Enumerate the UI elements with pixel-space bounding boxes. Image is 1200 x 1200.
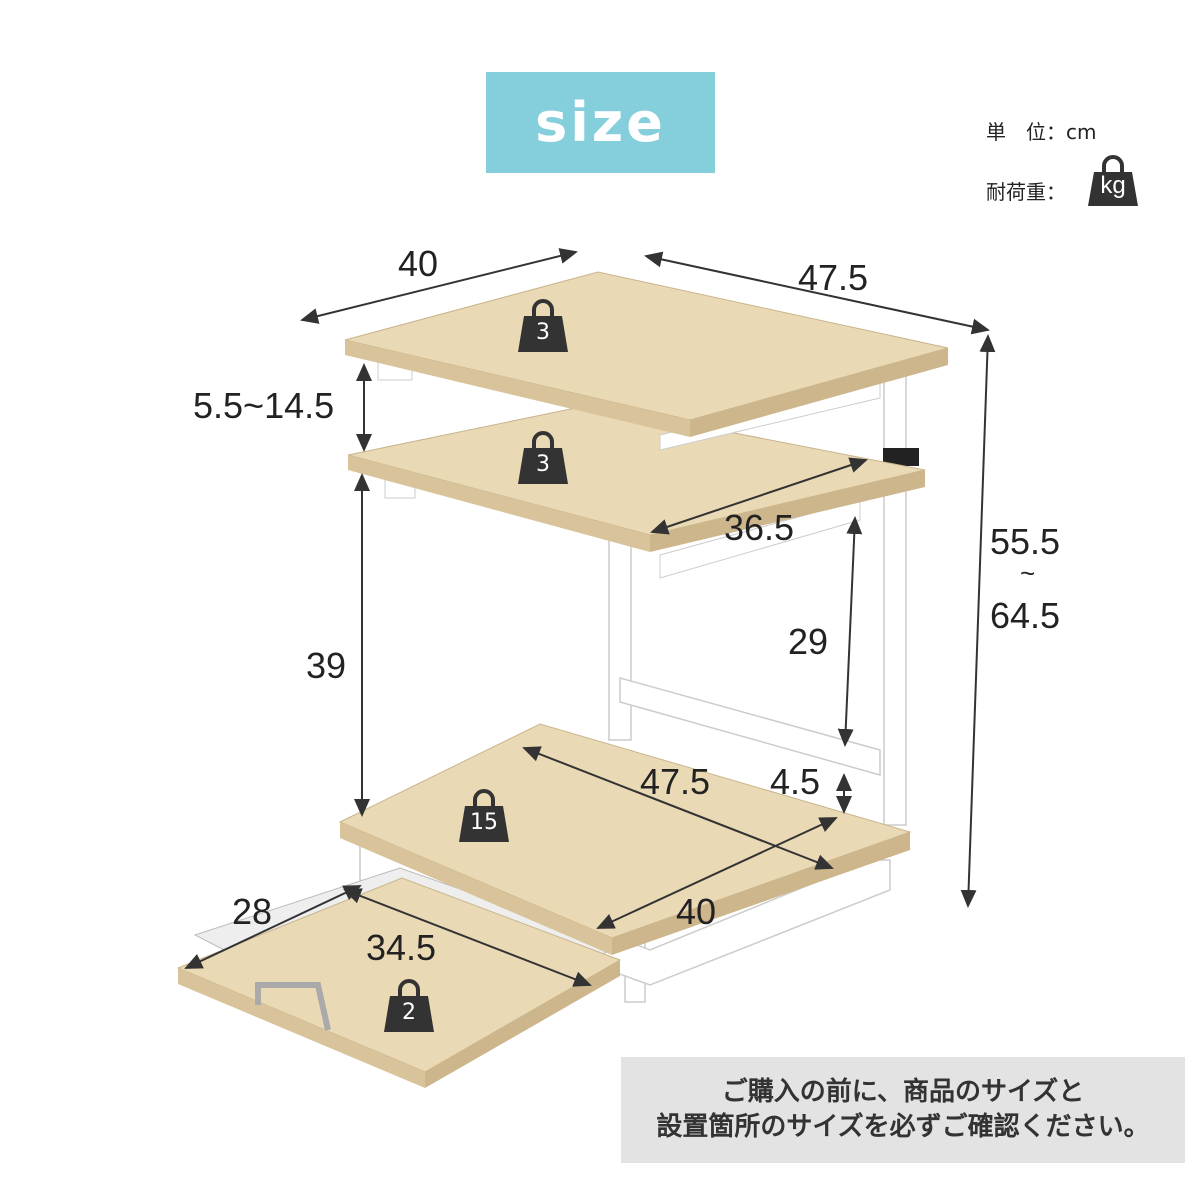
dim-total-height-max: 64.5 — [990, 595, 1061, 636]
dim-base-gap: 4.5 — [770, 761, 821, 802]
tray-handle — [255, 982, 331, 1031]
dim-tray-depth: 28 — [232, 891, 273, 932]
dim-total-height-min: 55.5 — [990, 521, 1061, 562]
weight-badge-top: 3 — [516, 298, 570, 354]
dim-shelf-gap: 5.5~14.5 — [193, 385, 335, 426]
weight-badge-bottom: 15 — [456, 788, 512, 844]
weight-badge-tray: 2 — [382, 978, 436, 1034]
notice-box: ご購入の前に、商品のサイズと 設置箇所のサイズを必ずご確認ください。 — [621, 1057, 1185, 1163]
dimension-lines — [184, 248, 996, 987]
weight-icon: kg — [1086, 154, 1140, 208]
weight-badge-text: 15 — [470, 810, 498, 835]
weight-badge-text: 3 — [536, 452, 550, 477]
weight-badge-text: 2 — [402, 1000, 416, 1025]
dim-lower-height: 39 — [306, 645, 347, 686]
dim-tray-width: 34.5 — [366, 927, 437, 968]
weight-badge-middle: 3 — [516, 430, 570, 486]
dim-bottom-width: 40 — [676, 891, 717, 932]
middle-shelf — [347, 404, 926, 579]
dim-top-width: 40 — [398, 243, 439, 284]
load-label: 耐荷重： — [986, 180, 1066, 204]
dim-middle-shelf-width: 36.5 — [724, 507, 795, 548]
weight-icon-text: kg — [1100, 172, 1126, 199]
dim-frame-gap: 29 — [788, 621, 829, 662]
weight-badge-text: 3 — [536, 320, 550, 345]
dim-total-height-sep: ~ — [1020, 558, 1036, 588]
notice-line-1: ご購入の前に、商品のサイズと — [721, 1076, 1085, 1107]
dim-bottom-depth: 47.5 — [640, 761, 711, 802]
dim-top-depth: 47.5 — [798, 257, 869, 298]
notice-line-2: 設置箇所のサイズを必ずご確認ください。 — [656, 1112, 1150, 1142]
unit-label: 単 位：cm — [986, 120, 1097, 144]
top-shelf — [344, 271, 949, 451]
size-title: size — [486, 72, 715, 173]
